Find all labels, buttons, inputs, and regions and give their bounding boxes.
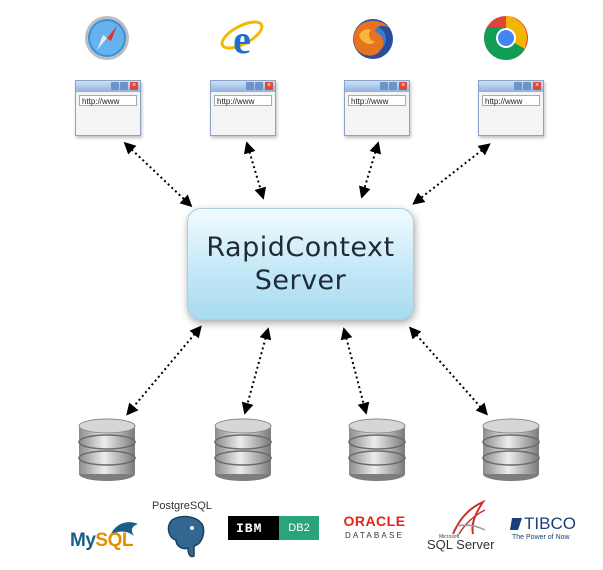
ibm-brand: IBM — [236, 521, 263, 536]
address-bar: http://www — [482, 95, 540, 106]
database-icon — [480, 418, 542, 482]
chrome-icon — [482, 14, 530, 62]
minimize-icon — [111, 82, 119, 90]
ibm-db2-logo: IBM DB2 — [228, 516, 319, 540]
browser-window-2: × http://www — [210, 80, 276, 136]
minimize-icon — [514, 82, 522, 90]
arrow-safari-server — [123, 141, 193, 208]
browser-window-1: × http://www — [75, 80, 141, 136]
postgresql-logo: PostgreSQL — [152, 500, 224, 560]
firefox-icon — [349, 14, 397, 62]
minimize-icon — [380, 82, 388, 90]
server-title-line1: RapidContext — [206, 232, 395, 263]
maximize-icon — [120, 82, 128, 90]
arrow-server-db4 — [409, 326, 488, 416]
database-icon — [346, 418, 408, 482]
minimize-icon — [246, 82, 254, 90]
arrow-firefox-server — [359, 141, 381, 199]
elephant-icon — [167, 515, 205, 558]
address-bar: http://www — [348, 95, 406, 106]
address-bar: http://www — [79, 95, 137, 106]
maximize-icon — [523, 82, 531, 90]
mysql-sql: SQL — [95, 530, 133, 551]
tibco-tagline: The Power of Now — [512, 534, 570, 541]
internet-explorer-icon: e — [218, 15, 266, 63]
arrow-server-db2 — [241, 327, 272, 415]
window-titlebar: × — [76, 81, 140, 92]
database-icon — [212, 418, 274, 482]
arrow-chrome-server — [412, 143, 491, 205]
svg-text:e: e — [233, 17, 251, 62]
browser-window-4: × http://www — [478, 80, 544, 136]
close-icon: × — [399, 82, 407, 90]
mysql-wordmark: MySQL — [70, 530, 133, 552]
maximize-icon — [389, 82, 397, 90]
sql-server-icon — [452, 500, 486, 535]
safari-icon — [83, 14, 131, 62]
maximize-icon — [255, 82, 263, 90]
db2-label: DB2 — [279, 516, 319, 540]
close-icon: × — [533, 82, 541, 90]
microsoft-label: Microsoft — [439, 534, 460, 540]
tibco-logo: TIBCO The Power of Now — [508, 514, 588, 542]
arrow-server-db3 — [340, 327, 370, 415]
postgresql-label: PostgreSQL — [152, 500, 212, 512]
close-icon: × — [130, 82, 138, 90]
address-bar: http://www — [214, 95, 272, 106]
tibco-brand: TIBCO — [524, 514, 576, 533]
browser-window-3: × http://www — [344, 80, 410, 136]
database-icon — [76, 418, 138, 482]
tibco-mark-icon — [510, 518, 522, 530]
window-titlebar: × — [479, 81, 543, 92]
window-titlebar: × — [345, 81, 409, 92]
arrow-ie-server — [243, 141, 267, 200]
dolphin-icon — [110, 522, 138, 536]
server-title-line2: Server — [254, 265, 347, 296]
oracle-logo: ORACLE DATABASE — [337, 513, 412, 543]
sql-server-label: SQL Server — [427, 537, 495, 552]
sql-server-logo: Microsoft SQL Server — [427, 500, 501, 552]
window-titlebar: × — [211, 81, 275, 92]
rapidcontext-server-box: RapidContext Server — [187, 208, 414, 320]
arrow-server-db1 — [126, 325, 202, 416]
oracle-brand: ORACLE — [343, 513, 406, 529]
oracle-sub: DATABASE — [344, 531, 405, 540]
mysql-my: My — [70, 530, 96, 551]
close-icon: × — [265, 82, 273, 90]
mysql-logo: MySQL — [70, 518, 142, 552]
